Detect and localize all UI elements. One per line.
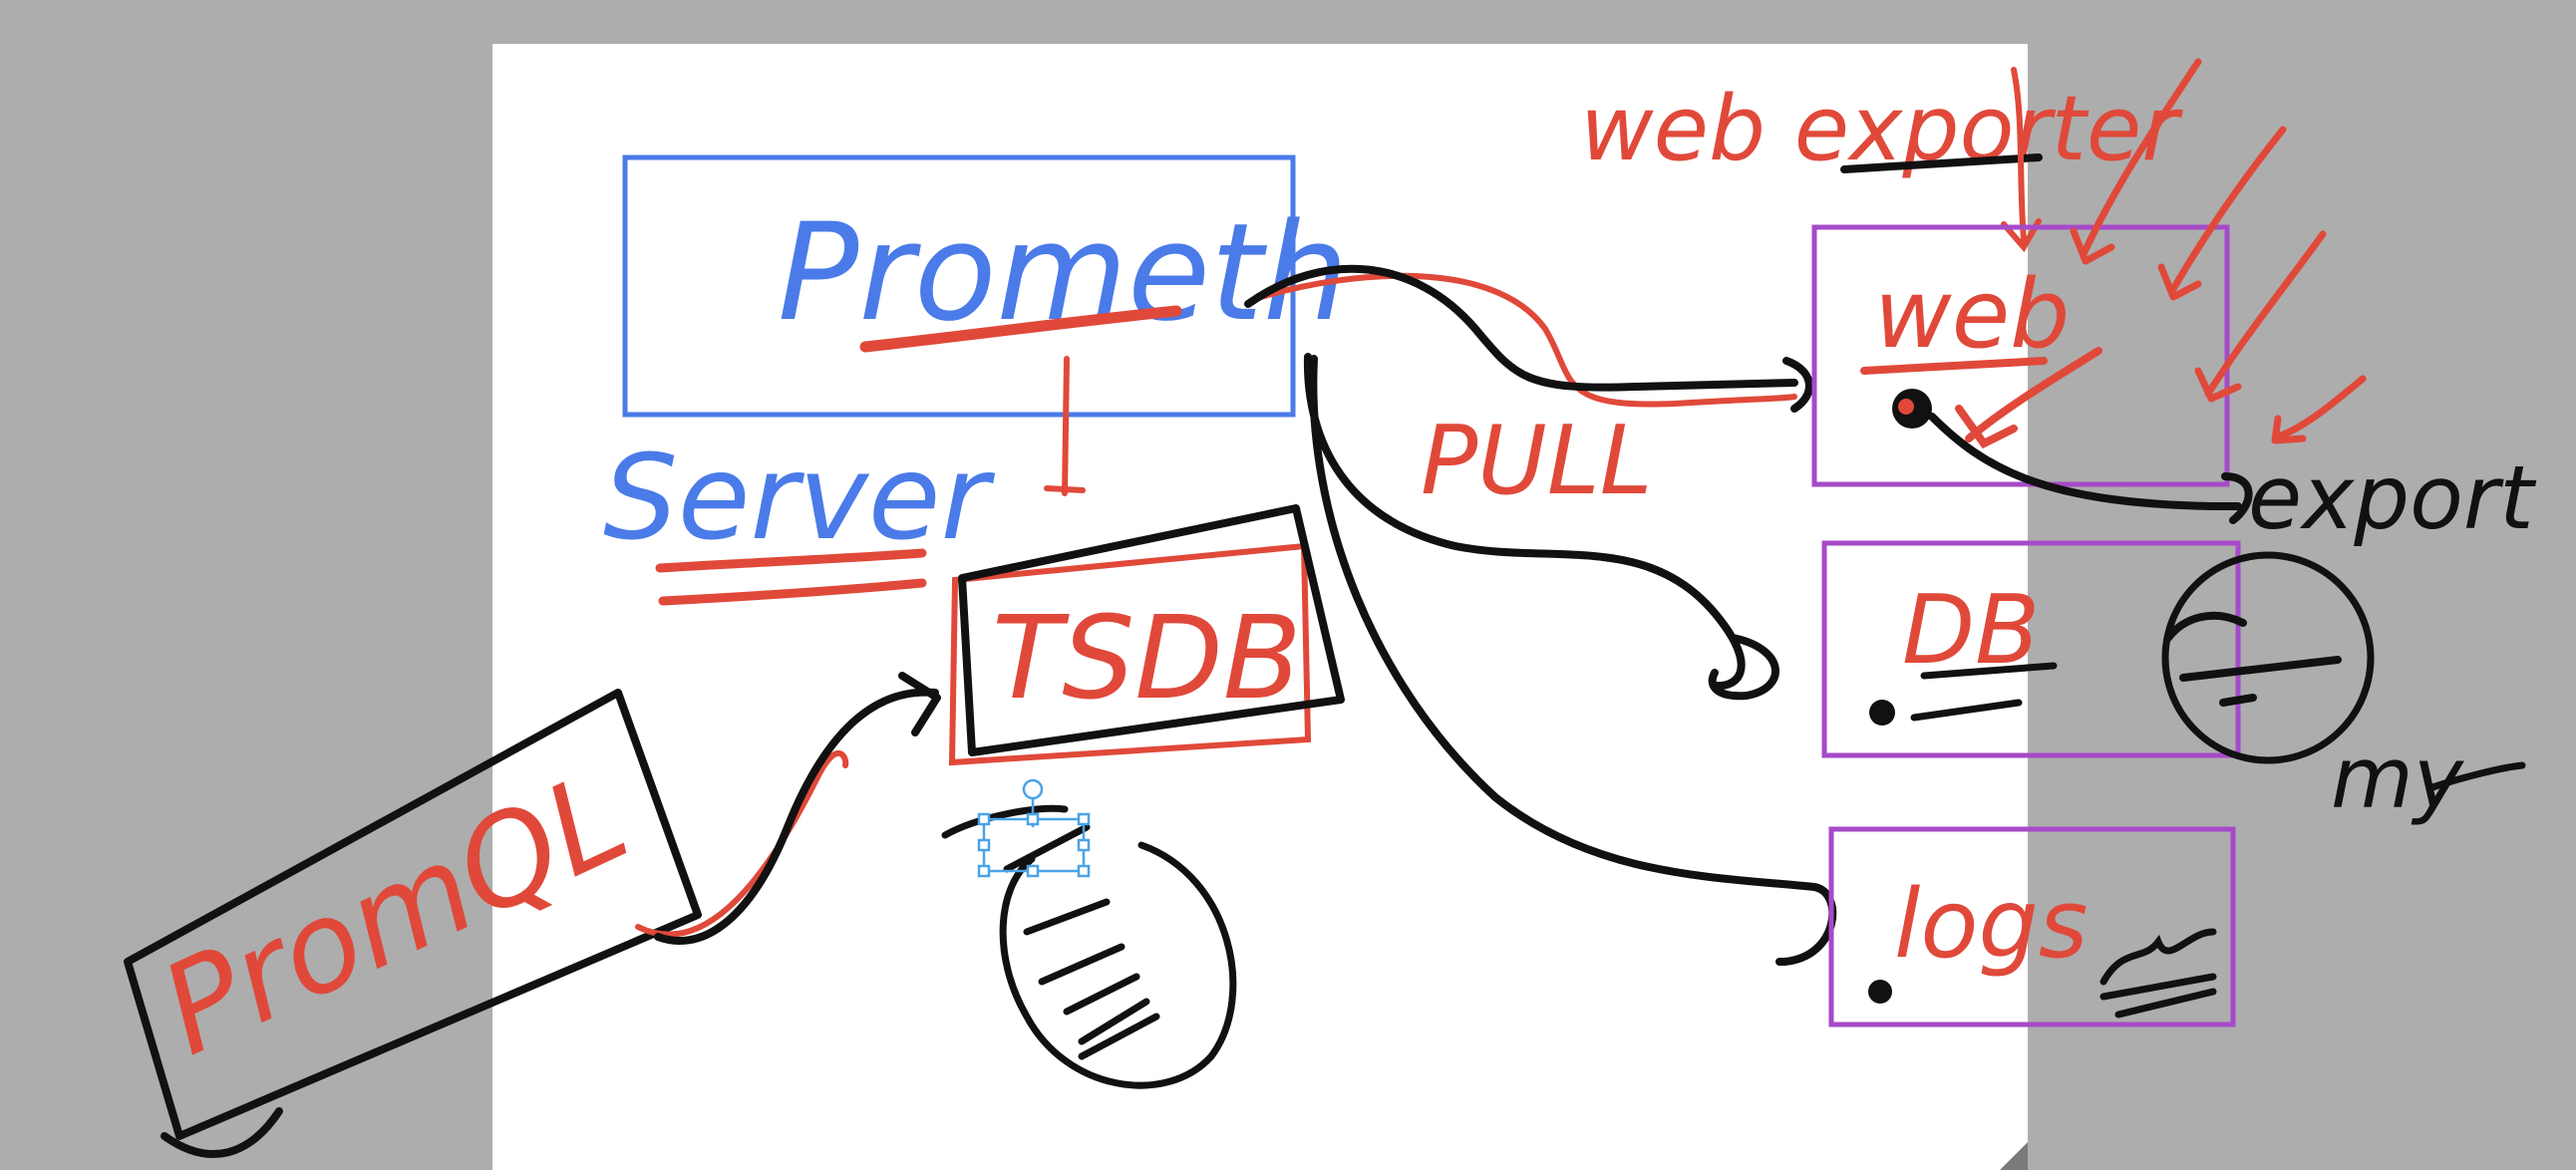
logs-endpoint-dot: [1868, 980, 1892, 1004]
promql-box-tail: [161, 1107, 283, 1159]
export-label: export: [2248, 446, 2537, 549]
tsdb-red-box: [948, 542, 1312, 766]
db-service-box[interactable]: [1821, 540, 2241, 758]
page: [492, 44, 2028, 1170]
tsdb-black-box: [958, 504, 1345, 756]
my-tail: [2428, 761, 2526, 791]
my-label: my: [2331, 730, 2465, 828]
web-label: web: [1874, 260, 2070, 370]
tsdb-label: TSDB: [992, 592, 1302, 726]
pull-curve-web[interactable]: [1244, 264, 1813, 413]
prometheus-underline: [859, 305, 1182, 353]
page-corner-icon: [2000, 1142, 2028, 1170]
web-service-box[interactable]: [1811, 224, 2230, 487]
metrics-circle: [2161, 551, 2375, 764]
promql-box[interactable]: [124, 689, 702, 1140]
promql-tsdb-curve: [654, 672, 941, 945]
selected-stroke[interactable]: [941, 804, 1091, 873]
server-label: Server: [603, 429, 995, 566]
web-endpoint-dot-inner: [1898, 399, 1914, 415]
storage-lines: [1023, 898, 1160, 1060]
metrics-scribble: [2164, 611, 2342, 707]
pull-curve-db[interactable]: [1303, 353, 1779, 701]
prometheus-tsdb-arrow: [1044, 356, 1086, 496]
db-underline: [1910, 662, 2058, 722]
web-arrow-red: [1955, 347, 2102, 449]
web-underline: [1860, 357, 2048, 375]
logs-service-box[interactable]: [1828, 826, 2236, 1027]
db-endpoint-dot: [1869, 700, 1895, 726]
web-exporter-arrow: [2001, 67, 2042, 253]
server-underline: [655, 548, 927, 606]
logs-scribble: [2099, 928, 2217, 1019]
logs-label: logs: [1894, 870, 2088, 980]
web-export-curve: [1928, 413, 2253, 524]
selection-handles-icon[interactable]: [977, 778, 1091, 878]
pull-label: PULL: [1421, 407, 1653, 516]
web-exporter-underline: [1840, 153, 2043, 173]
scrape-arrows: [2070, 58, 2367, 444]
storage-circle: [999, 841, 1237, 1089]
